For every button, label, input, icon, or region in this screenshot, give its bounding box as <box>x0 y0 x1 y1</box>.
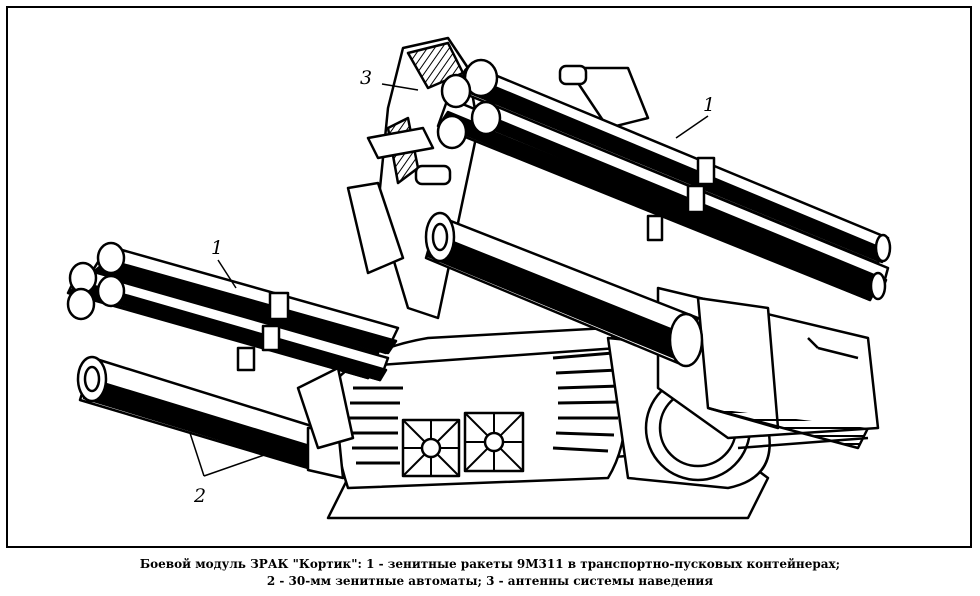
callout-1-left: 1 <box>211 237 223 259</box>
callout-3: 3 <box>360 67 372 89</box>
gun-right <box>424 211 704 368</box>
callout-leaders <box>189 83 709 477</box>
side-ribs <box>349 351 621 465</box>
missile-launcher-right <box>436 58 892 450</box>
kortik-module-drawing: 1 1 2 3 <box>66 36 892 520</box>
missile-launcher-left <box>66 241 400 382</box>
callout-2: 2 <box>193 485 206 507</box>
figure-caption: Боевой модуль ЗРАК "Кортик": 1 - зенитны… <box>0 556 980 590</box>
gun-left <box>76 355 355 480</box>
caption-line-1: Боевой модуль ЗРАК "Кортик": 1 - зенитны… <box>139 557 841 571</box>
figure-frame: 1 1 2 3 <box>6 6 972 548</box>
vent-grilles <box>401 411 525 478</box>
caption-line-2: 2 - 30-мм зенитные автоматы; 3 - антенны… <box>266 574 714 588</box>
callout-1-right: 1 <box>703 94 715 116</box>
